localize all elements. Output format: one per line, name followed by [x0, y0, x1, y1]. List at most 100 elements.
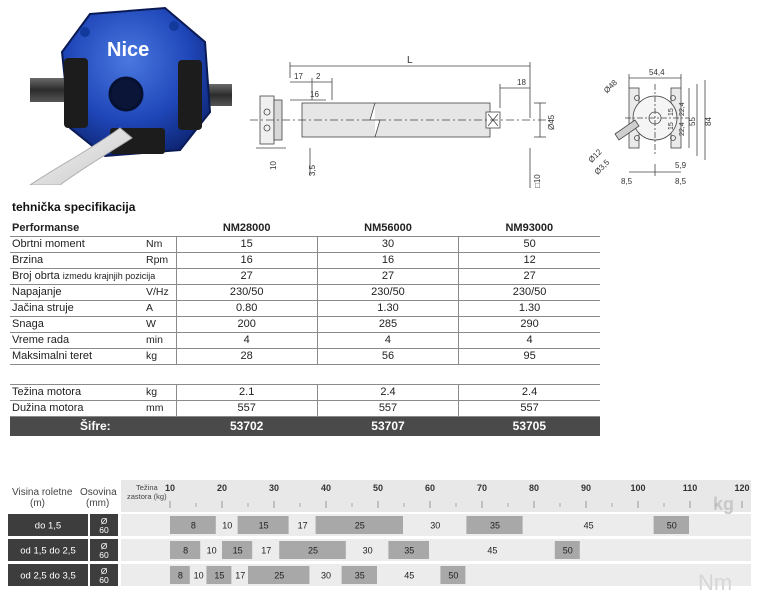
tick-label: 40 [321, 483, 331, 493]
row-label: Napajanje [10, 284, 144, 301]
end-view-drawing: 54,4 Ø48 15 15 22,4 22,4 55 84 Ø12 Ø3,5 … [585, 64, 715, 190]
dim-phi-45: Ø45 [547, 114, 556, 130]
weight-caption-line2: zastora (kg) [127, 492, 167, 501]
torque-segment-label: 45 [584, 521, 594, 531]
row-value: 557 [316, 400, 459, 417]
torque-segment [170, 541, 201, 559]
row-value: 557 [175, 400, 318, 417]
row-label: Vreme rada [10, 332, 144, 349]
row-value: 230/50 [175, 284, 318, 301]
code-value: 53707 [317, 416, 459, 436]
header-shaft-line2: (mm) [86, 498, 109, 509]
torque-segment-label: 30 [363, 546, 373, 556]
torque-segment [404, 516, 466, 534]
dim-square-10: □10 [533, 174, 542, 188]
torque-segment [237, 516, 289, 534]
row-shaft-value: 60 [99, 575, 109, 585]
torque-segment [232, 566, 247, 584]
row-unit: kg [144, 348, 176, 365]
torque-segment-label: 35 [490, 521, 500, 531]
row-value: 200 [175, 316, 318, 333]
torque-segment [206, 566, 232, 584]
torque-segment-label: 8 [191, 521, 196, 531]
row-label: Dužina motora [10, 400, 144, 417]
row-value: 56 [316, 348, 459, 365]
tick-label: 50 [373, 483, 383, 493]
row-height-cell [8, 514, 88, 536]
tick-label: 80 [529, 483, 539, 493]
dim-phi-48: Ø48 [602, 78, 619, 95]
spec-row: Broj obrta izmedu krajnjih pozicija 27 2… [10, 268, 600, 285]
tick-label: 90 [581, 483, 591, 493]
spec-title: tehnička specifikacija [12, 200, 136, 214]
unit-kg: kg [713, 494, 734, 514]
dim-84: 84 [704, 117, 713, 126]
spec-header-label: Performanse [10, 220, 176, 237]
row-label: Obrtni moment [10, 236, 144, 253]
row-value: 28 [175, 348, 318, 365]
torque-segment [310, 566, 341, 584]
torque-segment [341, 566, 377, 584]
row-value: 30 [316, 236, 459, 253]
torque-segment-label: 8 [178, 571, 183, 581]
row-shaft-cell [90, 564, 118, 586]
row-value: 27 [175, 268, 318, 285]
code-value: 53702 [176, 416, 318, 436]
spec-row: Napajanje V/Hz 230/50 230/50 230/50 [10, 284, 600, 301]
row-value: 4 [316, 332, 459, 349]
row-value: 95 [458, 348, 600, 365]
dim-22-4b: 22,4 [679, 122, 686, 136]
torque-segment [554, 541, 580, 559]
spec-header-row: Performanse NM28000 NM56000 NM93000 [10, 220, 600, 237]
dim-8-5: 8,5 [621, 177, 633, 186]
row-shaft-value: 60 [99, 550, 109, 560]
row-value: 16 [175, 252, 318, 269]
dim-5-9: 5,9 [675, 161, 687, 170]
brand-logo: Nice [107, 39, 149, 61]
row-unit: mm [144, 400, 176, 417]
row-shaft-symbol: Ø [101, 541, 108, 551]
header-height-line1: Visina roletne [12, 487, 73, 498]
torque-segment [190, 566, 206, 584]
row-value: 50 [458, 236, 600, 253]
row-label: Broj obrta [12, 270, 60, 282]
row-shaft-symbol: Ø [101, 566, 108, 576]
dim-2: 2 [316, 72, 321, 81]
torque-segment-label: 50 [667, 521, 677, 531]
tick-label: 120 [734, 483, 749, 493]
torque-segment-label: 45 [404, 571, 414, 581]
torque-selection-chart: Visina roletne (m) Osovina (mm) Težina z… [0, 474, 771, 597]
row-label-with-note: Broj obrta izmedu krajnjih pozicija [10, 268, 176, 285]
row-shaft-symbol: Ø [101, 516, 108, 526]
torque-segment-label: 45 [487, 546, 497, 556]
torque-segment-label: 30 [321, 571, 331, 581]
row-value: 4 [458, 332, 600, 349]
torque-segment-label: 8 [183, 546, 188, 556]
side-view-drawing: L 17 2 16 18 10 3,5 □10 Ø45 [250, 48, 560, 193]
row-height-label: do 1,5 [35, 521, 61, 532]
dim-8-5b: 8,5 [675, 177, 687, 186]
torque-segment-label: 50 [563, 546, 573, 556]
row-height-cell [8, 564, 88, 586]
torque-segment-label: 10 [194, 571, 204, 581]
spec-row: Vreme rada min 4 4 4 [10, 332, 600, 349]
torque-segment [248, 566, 310, 584]
torque-segment-label: 17 [298, 521, 308, 531]
torque-segment-label: 50 [448, 571, 458, 581]
code-value: 53705 [458, 416, 600, 436]
row-value: 27 [316, 268, 459, 285]
spec-row: Jačina struje A 0.80 1.30 1.30 [10, 300, 600, 317]
tick-label: 70 [477, 483, 487, 493]
spec-row: Maksimalni teret kg 28 56 95 [10, 348, 600, 365]
codes-row: Šifre: 53702 53707 53705 [10, 416, 600, 436]
torque-segment-label: 15 [259, 521, 269, 531]
torque-segment-label: 15 [214, 571, 224, 581]
row-height-label: od 1,5 do 2,5 [20, 546, 75, 557]
tick-label: 100 [630, 483, 645, 493]
product-photo: Nice [0, 0, 250, 185]
row-label: Jačina struje [10, 300, 144, 317]
torque-segment [222, 541, 253, 559]
torque-segment [653, 516, 689, 534]
row-value: 557 [458, 400, 600, 417]
spec-row: Dužina motora mm 557 557 557 [10, 400, 600, 417]
